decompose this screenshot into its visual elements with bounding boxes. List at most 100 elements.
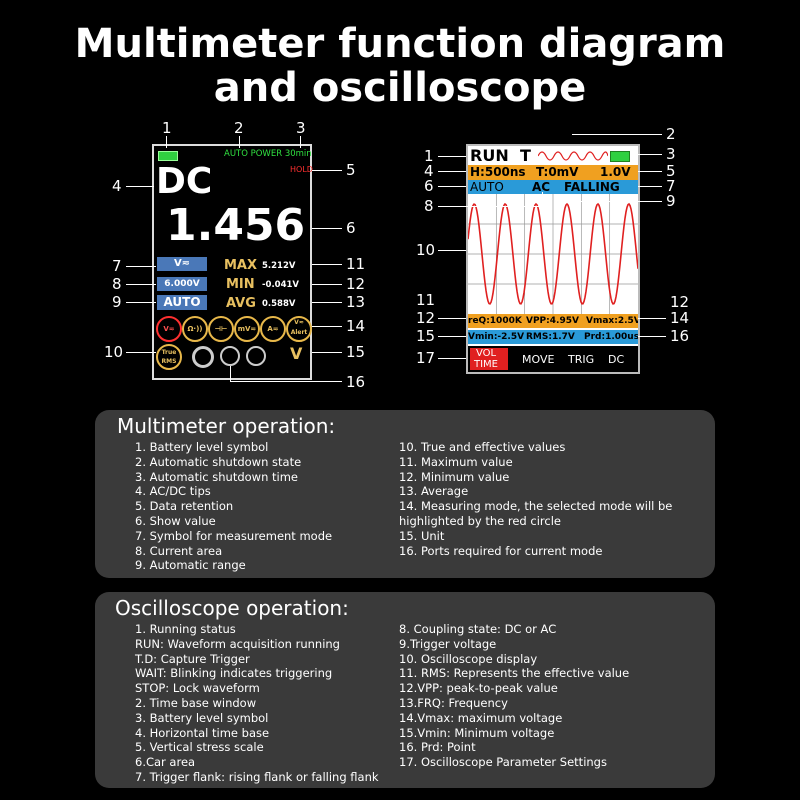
list-item: STOP: Lock waveform (135, 681, 260, 696)
trigger-edge[interactable]: FALLING (564, 180, 620, 194)
timebase-bar (468, 165, 638, 180)
oscilloscope-right-list: 8. Coupling state: DC or AC 9.Trigger vo… (399, 622, 629, 770)
list-item: 9.Trigger voltage (399, 636, 497, 651)
list-item: WAIT: Blinking indicates triggering (135, 666, 333, 681)
mm-callout-12: 12 (346, 275, 366, 293)
auto-range-box: AUTO (157, 295, 207, 310)
mm-callout-11: 11 (346, 255, 366, 273)
multimeter-left-list: 1. Battery level symbol 2. Automatic shu… (135, 440, 332, 573)
mode-icon-alert[interactable]: V≂ Alert (286, 316, 312, 342)
rms-value: RMS:1.7V (526, 332, 575, 342)
list-item: 16. Ports required for current mode (399, 543, 603, 558)
sc-callout-5: 5 (666, 162, 676, 180)
sc-callout-16: 16 (670, 327, 690, 345)
port-com-outer (192, 346, 214, 368)
vol-time-button[interactable] (470, 348, 508, 370)
sc-callout-10: 10 (416, 241, 436, 259)
mode-symbol-box: V≂ (157, 257, 207, 271)
sc-callout-1: 1 (424, 147, 434, 165)
sc-callout-4: 4 (424, 162, 434, 180)
avg-value: 0.588V (262, 299, 296, 309)
period-value: Prd:1.00us (584, 332, 640, 342)
mode-icon-current[interactable]: A≂ (260, 316, 286, 342)
sc-callout-14: 14 (670, 309, 690, 327)
multimeter-screen: AUTO POWER 30min HOLD DC 1.456 V≂ 6.000V… (152, 144, 313, 380)
list-item: 3. Automatic shutdown time (135, 469, 299, 484)
mode-icon-dcv[interactable]: V≂ (156, 316, 182, 342)
sc-callout-12-right: 12 (670, 293, 690, 311)
vpp-value: VPP:4.95V (526, 316, 579, 326)
multimeter-right-list: 10. True and effective values 11. Maximu… (399, 440, 672, 558)
mm-callout-5: 5 (346, 161, 356, 179)
menu-trig-button[interactable]: TRIG (568, 353, 595, 366)
list-item: 7. Trigger flank: rising flank or fallin… (135, 769, 379, 784)
list-item: 13.FRQ: Frequency (399, 695, 508, 710)
battery-icon (158, 151, 178, 161)
list-item: 6. Show value (135, 513, 216, 528)
list-item: 7. Symbol for measurement mode (135, 528, 333, 543)
list-item: 5. Data retention (135, 499, 234, 514)
max-label: MAX (224, 258, 258, 273)
list-item: 10. Oscilloscope display (399, 651, 538, 666)
list-item: 1. Battery level symbol (135, 440, 269, 454)
trigger-voltage: T:0mV (536, 165, 579, 179)
mm-callout-10: 10 (104, 343, 124, 361)
port-v (220, 346, 240, 366)
mm-callout-14: 14 (346, 317, 366, 335)
vmin-value: Vmin:-2.5V (468, 332, 525, 342)
mm-callout-6: 6 (346, 219, 356, 237)
menu-dc-button[interactable]: DC (608, 353, 625, 366)
list-item: 14.Vmax: maximum voltage (399, 710, 563, 725)
list-item: 6.Car area (135, 755, 196, 770)
sc-callout-2: 2 (666, 125, 676, 143)
list-item: 11. RMS: Represents the effective value (399, 666, 630, 681)
sc-callout-11: 11 (416, 291, 436, 309)
measure-bar-1 (468, 314, 638, 328)
horizontal-timebase: H:500ns (470, 165, 526, 179)
sc-callout-6: 6 (424, 177, 434, 195)
sc-callout-17: 17 (416, 349, 436, 367)
mm-callout-8: 8 (112, 275, 122, 293)
coupling-state[interactable]: AC (532, 180, 551, 194)
list-item: RUN: Waveform acquisition running (135, 636, 340, 651)
port-a (246, 346, 266, 366)
list-item: 11. Maximum value (399, 454, 513, 469)
list-item: 14. Measuring mode, the selected mode wi… (399, 499, 673, 514)
menu-vol-label: VOL (476, 348, 497, 359)
list-item: 5. Vertical stress scale (135, 740, 264, 755)
list-item: 12.VPP: peak-to-peak value (399, 681, 558, 696)
trigger-mode: T (520, 146, 531, 165)
list-item: 12. Minimum value (399, 469, 510, 484)
list-item: 2. Automatic shutdown state (135, 454, 302, 469)
unit-label: V (290, 344, 303, 363)
list-item: 13. Average (399, 484, 469, 499)
list-item: 15. Unit (399, 528, 445, 543)
min-label: MIN (226, 277, 255, 292)
page-title-line1: Multimeter function diagram (74, 21, 726, 67)
timebase-window-wave (538, 151, 608, 161)
list-item: 2. Time base window (135, 695, 257, 710)
multimeter-panel-title: Multimeter operation: (117, 414, 336, 438)
mode-icon-ohm[interactable]: Ω·)) (182, 316, 208, 342)
sc-callout-7: 7 (666, 177, 676, 195)
list-item: 8. Coupling state: DC or AC (399, 622, 557, 636)
menu-move-button[interactable]: MOVE (522, 353, 555, 366)
list-item: highlighted by the red circle (399, 513, 561, 528)
frequency-value: reQ:1000K (468, 316, 522, 326)
mm-callout-2: 2 (234, 119, 244, 137)
avg-label: AVG (226, 296, 256, 311)
list-item: 4. Horizontal time base (135, 725, 270, 740)
mode-icon-mv[interactable]: mV≂ (234, 316, 260, 342)
min-value: -0.041V (262, 280, 299, 290)
mm-callout-16: 16 (346, 373, 366, 391)
sc-callout-15: 15 (416, 327, 436, 345)
oscilloscope-panel-title: Oscilloscope operation: (115, 596, 349, 620)
auto-mode[interactable]: AUTO (470, 180, 504, 194)
oscilloscope-left-list: 1. Running status RUN: Waveform acquisit… (135, 622, 379, 785)
mm-callout-3: 3 (296, 119, 306, 137)
vmax-value: Vmax:2.5V (586, 316, 640, 326)
list-item: T.D: Capture Trigger (135, 651, 250, 666)
mode-icon-capacitance[interactable]: ⊣⊢ (208, 316, 234, 342)
vertical-scale: 1.0V (600, 165, 631, 179)
sc-callout-9: 9 (666, 192, 676, 210)
